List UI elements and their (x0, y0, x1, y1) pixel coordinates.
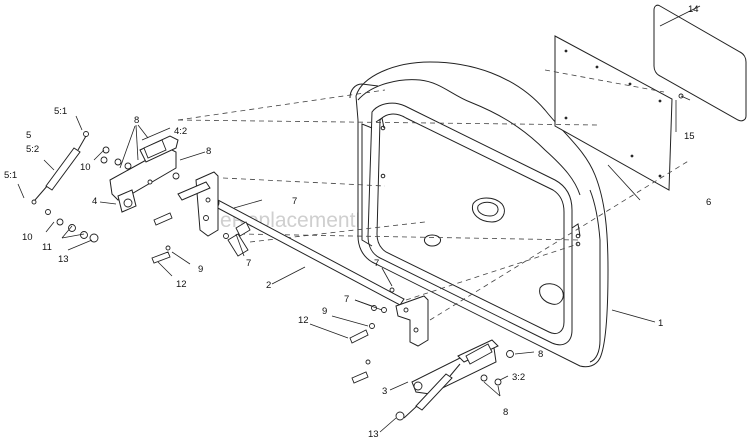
bracket-part-7-right (395, 295, 429, 347)
callout-9-a: 9 (198, 264, 203, 275)
callout-9-b: 9 (322, 306, 327, 317)
callout-12-a: 12 (176, 279, 187, 290)
leader-lines (17, 5, 701, 433)
callout-3: 3 (382, 386, 387, 397)
callout-6: 6 (706, 197, 711, 208)
callout-10-a: 10 (80, 162, 91, 173)
gas-spring-lower-right (395, 363, 461, 421)
plate-part-14 (653, 4, 747, 122)
callout-10-b: 10 (22, 232, 33, 243)
callout-8-b: 8 (206, 146, 211, 157)
callout-4-2: 4:2 (174, 126, 187, 137)
assembly-guide-lines (177, 69, 691, 321)
callout-5-2: 5:2 (26, 144, 39, 155)
hardware-items (45, 146, 514, 386)
callout-7-a: 7 (292, 196, 297, 207)
callout-2: 2 (266, 280, 271, 291)
callout-8-a: 8 (134, 115, 139, 126)
callout-13-b: 13 (368, 429, 379, 440)
gas-spring-part-5-left (31, 131, 89, 205)
callout-11: 11 (42, 242, 52, 253)
callout-14: 14 (688, 4, 699, 15)
callout-13-a: 13 (58, 254, 69, 265)
callout-12-b: 12 (298, 315, 309, 326)
callout-7-c: 7 (374, 258, 379, 269)
callout-8-d: 8 (503, 407, 508, 418)
callout-5-1-left: 5:1 (4, 170, 17, 181)
fastener-part-15 (678, 93, 691, 101)
frame-part-1 (349, 61, 609, 368)
panel-part-6 (554, 35, 673, 191)
callout-15: 15 (684, 131, 695, 142)
bracket-part-3 (411, 339, 499, 395)
callout-3-2: 3:2 (512, 372, 525, 383)
callout-5-1-top: 5:1 (54, 106, 67, 117)
callout-labels: 1 2 3 3:2 4 4:2 5 5:1 5:2 5:1 6 7 7 7 7 … (4, 4, 711, 440)
callout-4: 4 (92, 196, 97, 207)
callout-8-c: 8 (538, 349, 543, 360)
callout-5: 5 (26, 130, 31, 141)
callout-7-d: 7 (344, 294, 349, 305)
callout-7-b: 7 (246, 258, 251, 269)
callout-1: 1 (658, 318, 663, 329)
bracket-part-4 (109, 135, 180, 213)
bracket-part-7-left (177, 171, 219, 237)
